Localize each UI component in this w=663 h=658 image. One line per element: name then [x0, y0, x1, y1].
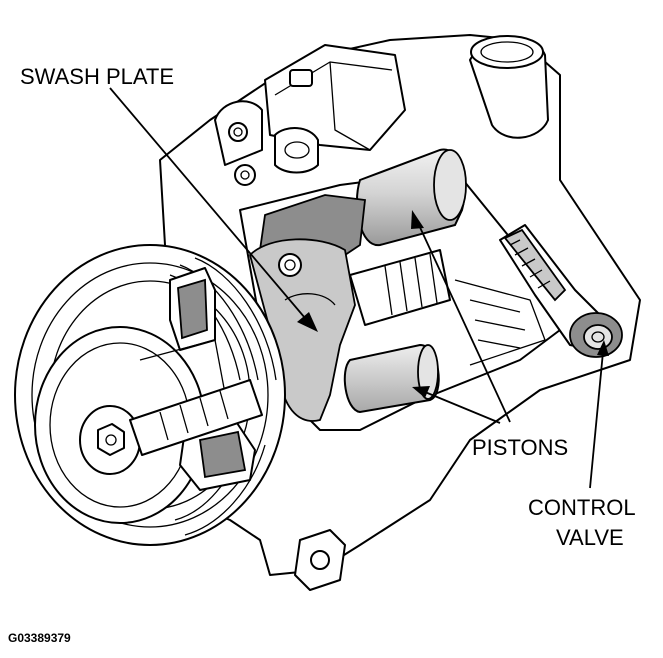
figure-code: G03389379 — [8, 631, 71, 645]
label-pistons: PISTONS — [472, 435, 568, 460]
clutch-coil — [177, 278, 208, 340]
control-valve-assembly — [499, 224, 623, 358]
hub-nut — [97, 423, 125, 456]
clutch-pulley — [14, 244, 286, 546]
label-control-valve-line1: CONTROL — [528, 495, 636, 520]
label-control-valve-line2: VALVE — [556, 525, 624, 550]
leader-lines — [109, 87, 609, 489]
label-swash-plate: SWASH PLATE — [20, 64, 174, 89]
drive-shaft — [129, 379, 263, 456]
